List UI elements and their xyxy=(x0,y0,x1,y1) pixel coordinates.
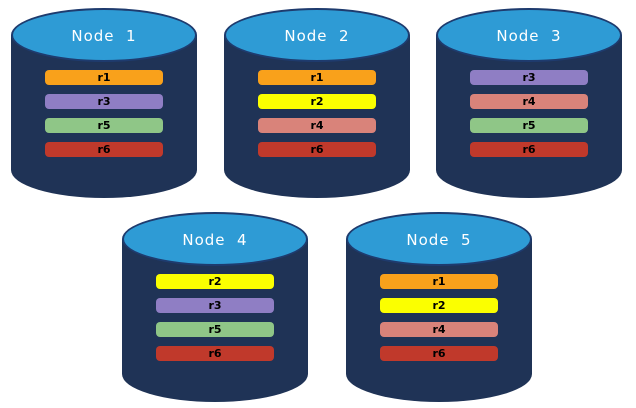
replica-label: r3 xyxy=(208,299,222,312)
replica-label: r5 xyxy=(208,323,222,336)
replica-bar-r3: r3 xyxy=(45,94,163,109)
node-label: Node 1 xyxy=(71,27,137,45)
replica-label: r6 xyxy=(522,143,536,156)
replica-bar-r4: r4 xyxy=(470,94,588,109)
replica-bar-r5: r5 xyxy=(470,118,588,133)
replica-label: r6 xyxy=(432,347,446,360)
replica-bar-r6: r6 xyxy=(380,346,498,361)
node-cylinder-5: Node 5 r1 r2 r4 r6 xyxy=(346,212,532,402)
replica-bar-r1: r1 xyxy=(45,70,163,85)
replica-bar-r1: r1 xyxy=(258,70,376,85)
replica-label: r1 xyxy=(310,71,324,84)
replica-bar-r4: r4 xyxy=(258,118,376,133)
replica-bar-r6: r6 xyxy=(156,346,274,361)
cylinder-body xyxy=(346,239,532,402)
replica-bar-r3: r3 xyxy=(156,298,274,313)
replica-bar-r2: r2 xyxy=(156,274,274,289)
replica-label: r2 xyxy=(432,299,446,312)
replica-label: r5 xyxy=(97,119,111,132)
replica-bar-r5: r5 xyxy=(45,118,163,133)
replica-bar-r4: r4 xyxy=(380,322,498,337)
node-label: Node 5 xyxy=(406,231,472,249)
replica-label: r4 xyxy=(432,323,446,336)
replica-label: r2 xyxy=(208,275,222,288)
cylinder-top: Node 3 xyxy=(436,8,622,62)
node-cylinder-2: Node 2 r1 r2 r4 r6 xyxy=(224,8,410,198)
replica-label: r4 xyxy=(310,119,324,132)
replica-bar-r1: r1 xyxy=(380,274,498,289)
replica-label: r1 xyxy=(97,71,111,84)
cylinder-top: Node 4 xyxy=(122,212,308,266)
node-label: Node 2 xyxy=(284,27,350,45)
cylinder-body xyxy=(11,35,197,198)
cylinder-body xyxy=(436,35,622,198)
replica-label: r4 xyxy=(522,95,536,108)
replica-bar-r6: r6 xyxy=(470,142,588,157)
node-cylinder-4: Node 4 r2 r3 r5 r6 xyxy=(122,212,308,402)
node-label: Node 4 xyxy=(182,231,248,249)
replica-bar-r5: r5 xyxy=(156,322,274,337)
replica-bar-r2: r2 xyxy=(258,94,376,109)
cylinder-top: Node 5 xyxy=(346,212,532,266)
replica-label: r3 xyxy=(97,95,111,108)
replica-bar-r2: r2 xyxy=(380,298,498,313)
cylinder-top: Node 1 xyxy=(11,8,197,62)
node-label: Node 3 xyxy=(496,27,562,45)
replica-label: r1 xyxy=(432,275,446,288)
replica-bar-r3: r3 xyxy=(470,70,588,85)
replica-label: r2 xyxy=(310,95,324,108)
replica-bar-r6: r6 xyxy=(45,142,163,157)
cylinder-top: Node 2 xyxy=(224,8,410,62)
replica-bar-r6: r6 xyxy=(258,142,376,157)
node-cylinder-1: Node 1 r1 r3 r5 r6 xyxy=(11,8,197,198)
replica-label: r3 xyxy=(522,71,536,84)
replica-label: r6 xyxy=(208,347,222,360)
cylinder-body xyxy=(224,35,410,198)
cylinder-body xyxy=(122,239,308,402)
replica-label: r6 xyxy=(310,143,324,156)
replica-label: r6 xyxy=(97,143,111,156)
replica-label: r5 xyxy=(522,119,536,132)
node-cylinder-3: Node 3 r3 r4 r5 r6 xyxy=(436,8,622,198)
